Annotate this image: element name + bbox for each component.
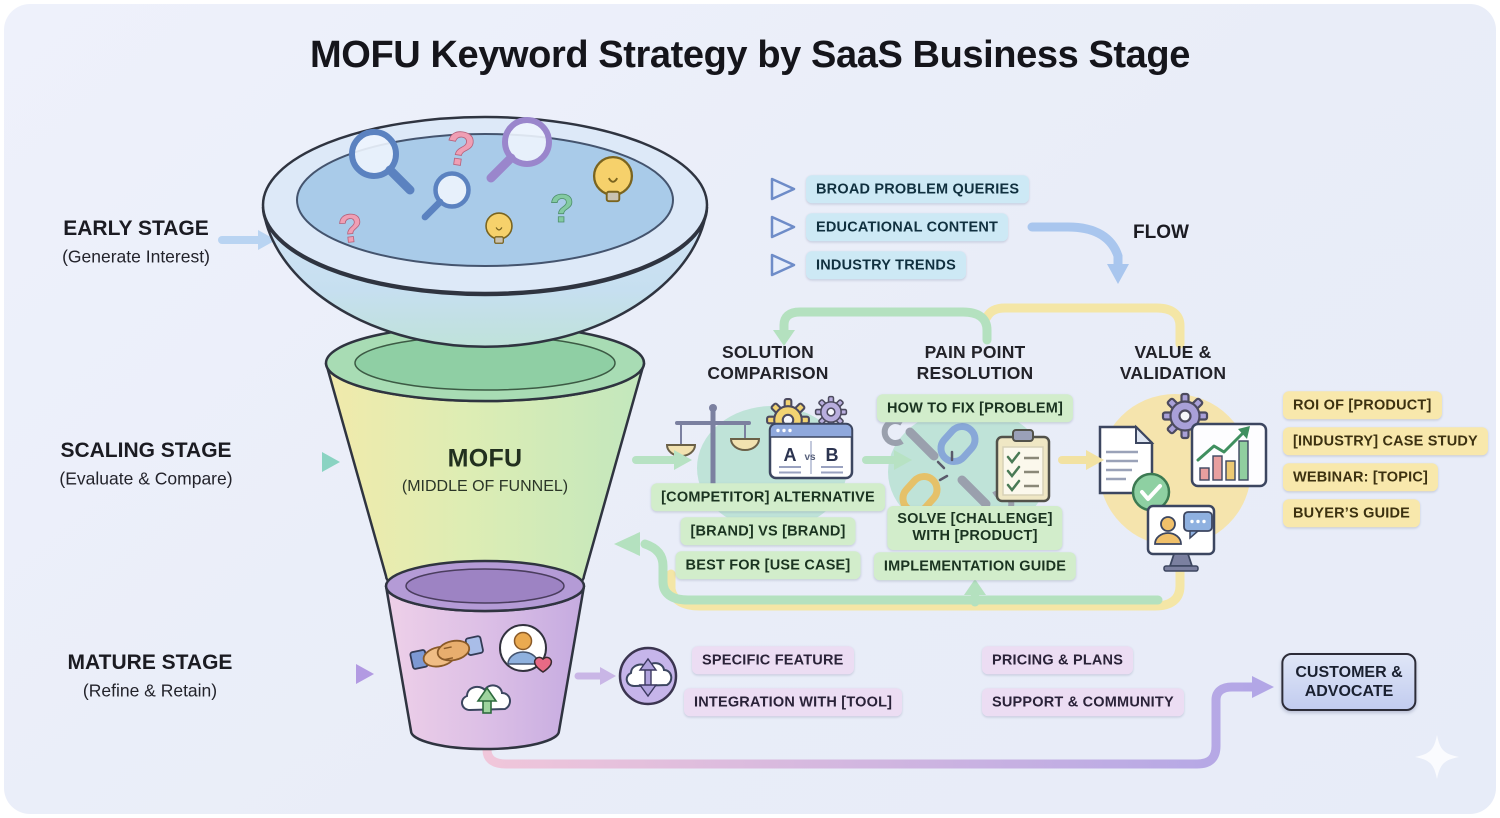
early-stage-sub: (Generate Interest) [62,246,210,267]
keyword-integration-with-tool: INTEGRATION WITH [TOOL] [684,688,903,716]
page-title: MOFU Keyword Strategy by SaaS Business S… [310,34,1190,76]
bottom-feedback-loops [614,532,1185,611]
solution-to-pain-arrow [862,450,912,470]
loop-arrowhead-down [773,330,795,346]
keyword-how-to-fix: HOW TO FIX [PROBLEM] [876,394,1074,422]
keyword-pricing-plans: PRICING & PLANS [982,646,1134,674]
solution-comparison-header: SOLUTION COMPARISON [707,342,829,383]
question-mark-icon: ? [550,187,574,231]
keyword-specific-feature: SPECIFIC FEATURE [692,646,854,674]
funnel-label: MOFU [447,444,523,473]
pain-point-header: PAIN POINT RESOLUTION [916,342,1034,383]
funnel-to-solution-arrow [632,450,692,470]
customer-advocate-box: CUSTOMER & ADVOCATE [1281,653,1417,711]
customer-heart-icon [499,624,553,673]
mature-path [482,676,1274,769]
keyword-broad-problem-queries: BROAD PROBLEM QUERIES [806,175,1030,203]
scaling-stage-label: SCALING STAGE [60,439,232,462]
keyword-webinar-topic: WEBINAR: [TOPIC] [1283,463,1439,491]
scaling-stage-sub: (Evaluate & Compare) [59,468,233,489]
webinar-monitor-icon [1146,504,1216,572]
cloud-sync-badge-icon [618,646,678,706]
scaling-stage-arrow [244,452,340,472]
keyword-educational-content: EDUCATIONAL CONTENT [806,213,1009,241]
mature-path-arrowhead [1252,676,1274,698]
keyword-industry-case-study: [INDUSTRY] CASE STUDY [1283,427,1488,455]
value-validation-header: VALUE & VALIDATION [1119,342,1227,383]
svg-text:B: B [826,445,839,465]
funnel-middle-section [324,323,646,602]
funnel-top-bowl: ? ? ? [261,117,709,348]
question-mark-icon: ? [336,206,365,252]
svg-text:A: A [784,445,797,465]
bucket-to-cloud-arrow [574,667,616,685]
early-stage-label: EARLY STAGE [63,217,209,240]
funnel-bottom-bucket [384,559,586,751]
top-feedback-loops [773,303,1185,349]
loop-arrowhead-up [964,579,986,595]
keyword-competitor-alternative: [COMPETITOR] ALTERNATIVE [651,483,885,511]
keyword-industry-trends: INDUSTRY TRENDS [806,251,966,279]
keyword-roi-of-product: ROI OF [PRODUCT] [1283,391,1442,419]
cloud-upload-icon [461,684,511,714]
loop-arrowhead-left [614,532,640,556]
checklist-clipboard-icon [995,429,1051,503]
ab-comparison-icon: A vs B [768,422,854,480]
document-check-icon [1098,424,1171,512]
growth-chart-icon [1190,422,1268,488]
mature-stage-sub: (Refine & Retain) [82,680,218,701]
keyword-support-community: SUPPORT & COMMUNITY [982,688,1184,716]
mature-stage-arrow [248,664,374,684]
mature-stage-label: MATURE STAGE [67,651,233,674]
flow-label: FLOW [1133,222,1189,243]
keyword-brand-vs-brand: [BRAND] VS [BRAND] [680,517,856,545]
svg-text:vs: vs [804,452,816,463]
keyword-best-for-use-case: BEST FOR [USE CASE] [675,551,861,579]
early-stage-arrow [218,230,276,250]
flow-arrow [1027,222,1129,284]
keyword-solve-challenge: SOLVE [CHALLENGE] WITH [PRODUCT] [887,506,1063,550]
handshake-icon [409,635,484,670]
early-keyword-arrows [704,177,796,277]
keyword-implementation-guide: IMPLEMENTATION GUIDE [873,552,1077,580]
pain-to-value-arrow [1058,450,1104,470]
funnel-sub: (MIDDLE OF FUNNEL) [401,478,569,495]
keyword-buyers-guide: BUYER’S GUIDE [1283,499,1421,527]
sparkle-icon [1415,735,1459,779]
